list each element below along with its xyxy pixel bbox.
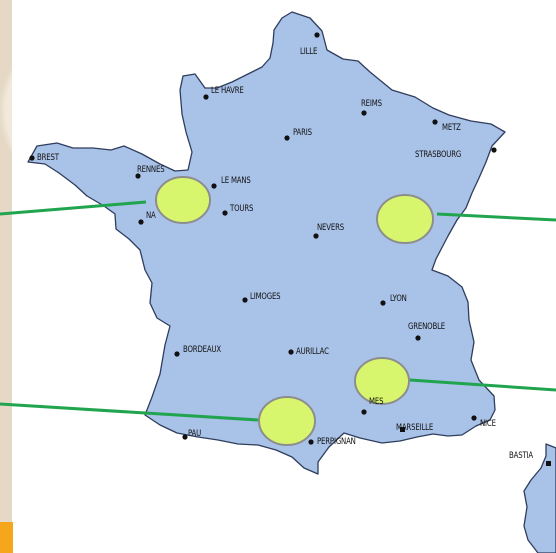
city-marker-nice xyxy=(471,415,477,421)
highlight-marker-rennes-area xyxy=(155,176,211,224)
city-marker-aurillac xyxy=(288,349,294,355)
city-label-reims: REIMS xyxy=(361,99,382,109)
city-label-pau: PAU xyxy=(188,429,202,439)
city-label-le-havre: LE HAVRE xyxy=(211,86,244,96)
city-label-paris: PARIS xyxy=(293,128,312,138)
city-label-limoges: LIMOGES xyxy=(250,292,281,302)
connector-line-west xyxy=(0,200,147,216)
city-marker-nevers xyxy=(313,233,319,239)
city-markers xyxy=(29,32,551,466)
city-marker-pau xyxy=(182,434,188,440)
city-label-marseille: MARSEILLE xyxy=(396,423,434,433)
city-marker-paris xyxy=(284,135,290,141)
highlight-marker-lyon-south-area xyxy=(354,357,410,405)
city-label-grenoble: GRENOBLE xyxy=(408,322,446,332)
city-marker-bastia xyxy=(546,461,551,466)
connector-line-east xyxy=(436,212,556,222)
city-marker-strasbourg xyxy=(491,147,497,153)
city-label-nice: NICE xyxy=(480,419,496,429)
city-marker-tours xyxy=(222,210,228,216)
accent-tab xyxy=(0,522,13,553)
city-label-aurillac: AURILLAC xyxy=(296,347,329,357)
city-marker-nantes xyxy=(138,219,144,225)
city-marker-brest xyxy=(29,155,35,161)
city-label-brest: BREST xyxy=(37,153,59,163)
highlight-marker-nevers-area xyxy=(376,194,434,244)
city-label-bordeaux: BORDEAUX xyxy=(183,345,221,355)
city-label-metz: METZ xyxy=(442,123,461,133)
connector-line-southwest xyxy=(0,402,259,422)
city-label-rennes: RENNES xyxy=(137,165,165,175)
corsica-island xyxy=(523,443,556,553)
city-marker-marseille xyxy=(400,427,405,432)
connector-line-southeast xyxy=(409,378,556,392)
city-marker-lille xyxy=(314,32,320,38)
city-marker-reims xyxy=(361,110,367,116)
city-marker-bordeaux xyxy=(174,351,180,357)
highlight-marker-pau-area xyxy=(258,396,316,446)
city-marker-rennes xyxy=(135,173,141,179)
city-marker-le-mans xyxy=(211,183,217,189)
city-label-nantes-partial: NA xyxy=(146,211,156,221)
city-marker-nimes xyxy=(361,409,367,415)
city-label-le-mans: LE MANS xyxy=(221,176,251,186)
city-label-nevers: NEVERS xyxy=(317,223,344,233)
city-label-lille: LILLE xyxy=(300,47,318,57)
city-label-strasbourg: STRASBOURG xyxy=(415,150,462,160)
city-label-lyon: LYON xyxy=(390,294,407,304)
city-label-tours: TOURS xyxy=(230,204,254,214)
city-marker-perpignan xyxy=(308,439,314,445)
city-marker-limoges xyxy=(242,297,248,303)
city-label-bastia: BASTIA xyxy=(509,451,533,461)
city-marker-grenoble xyxy=(415,335,421,341)
city-marker-lyon xyxy=(380,300,386,306)
city-marker-le-havre xyxy=(203,94,209,100)
city-label-nimes-partial: MES xyxy=(369,397,384,407)
city-label-perpignan: PERPIGNAN xyxy=(317,437,356,447)
city-marker-metz xyxy=(432,119,438,125)
